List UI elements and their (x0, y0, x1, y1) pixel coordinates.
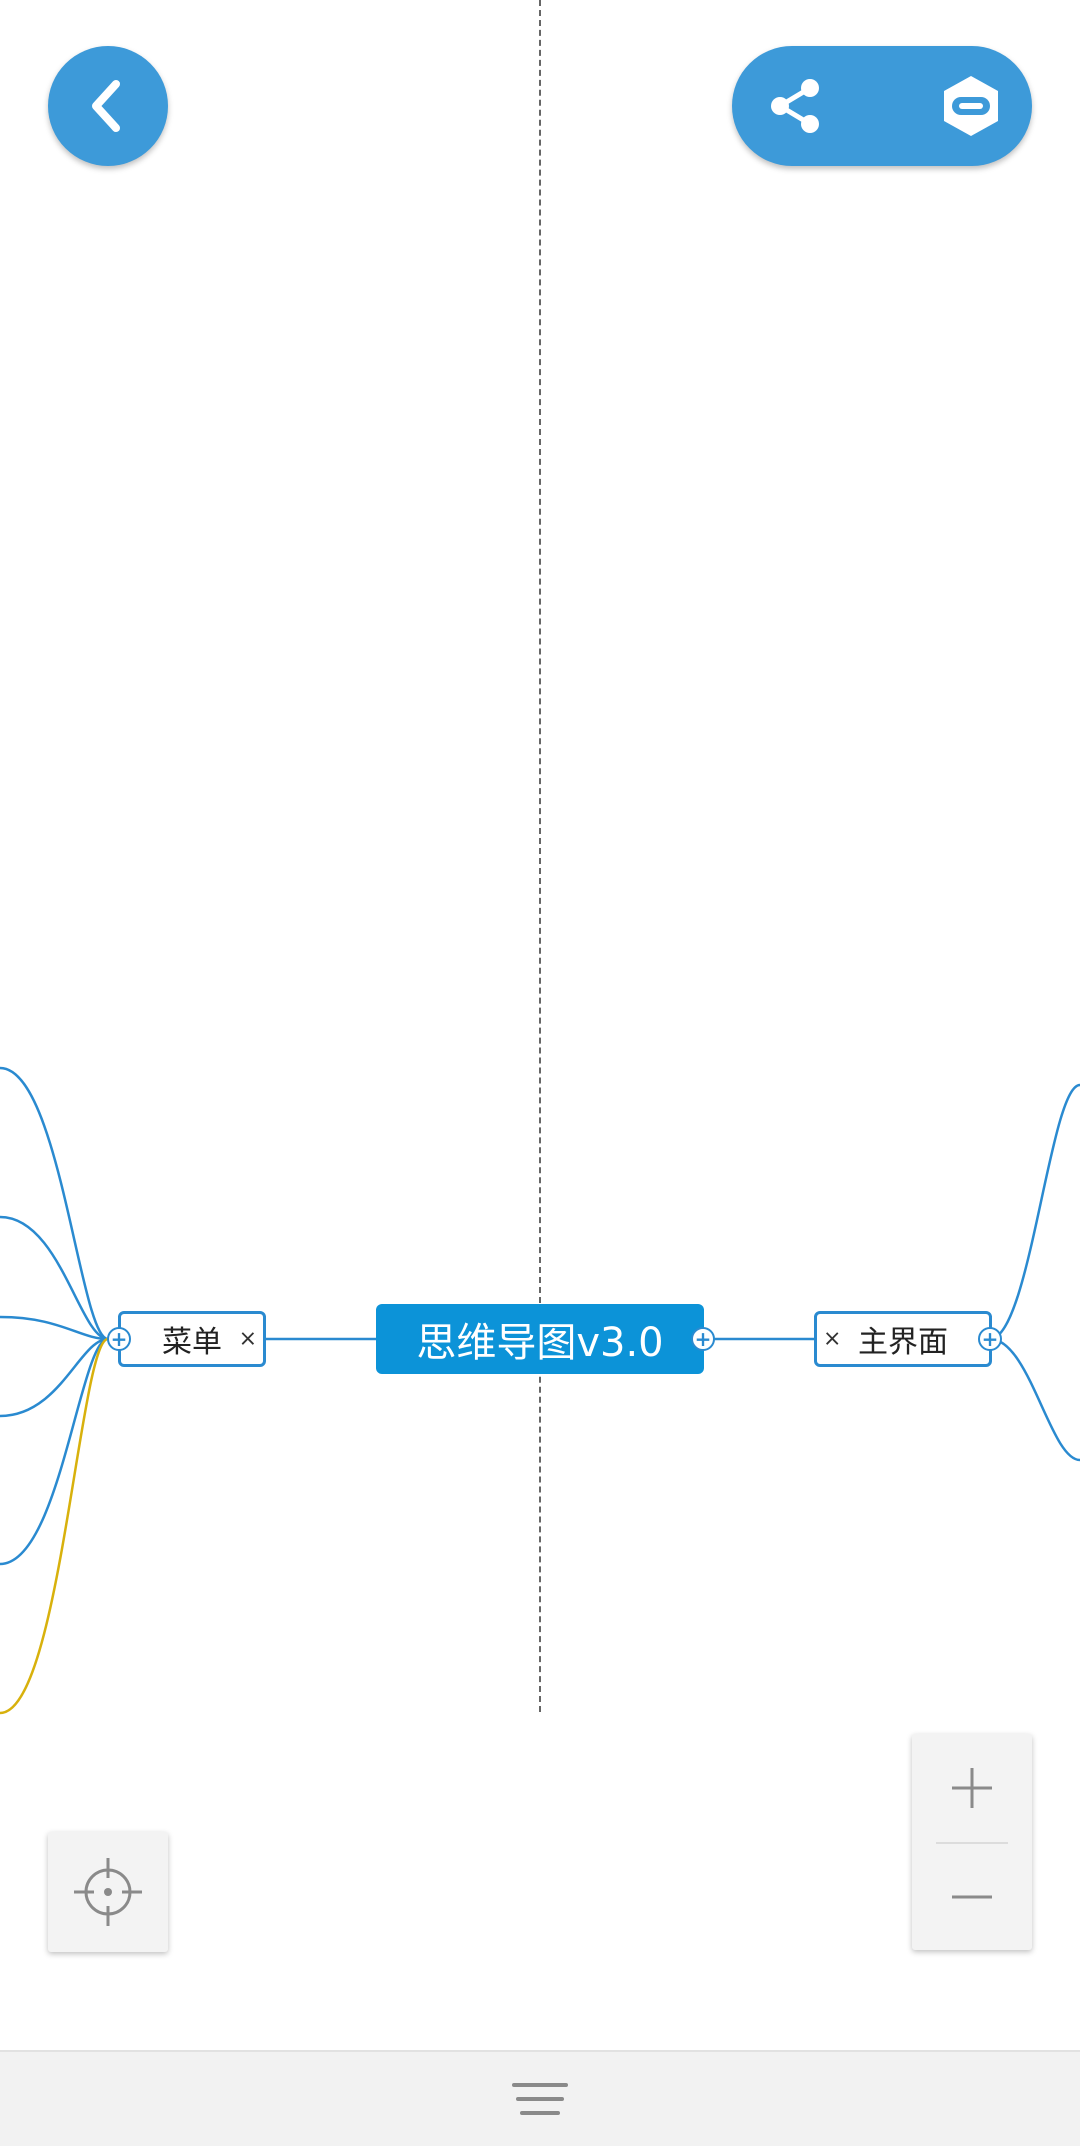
minus-icon (952, 1895, 992, 1898)
hexagon-toggle-icon[interactable] (940, 74, 1002, 138)
node-main-interface[interactable]: × 主界面 (814, 1311, 992, 1367)
locate-button[interactable] (48, 1832, 168, 1952)
node-menu-expand-button[interactable]: + (107, 1327, 131, 1351)
node-main-interface-label: 主界面 (858, 1325, 948, 1360)
node-menu-close-button[interactable]: × (238, 1326, 257, 1352)
zoom-in-button[interactable] (912, 1734, 1032, 1841)
node-menu[interactable]: 菜单 × (118, 1311, 266, 1367)
link-right-2 (989, 1337, 1080, 1462)
link-right-1 (989, 1083, 1080, 1341)
zoom-separator (936, 1842, 1008, 1844)
plus-icon (952, 1767, 992, 1808)
root-expand-button[interactable]: + (691, 1327, 715, 1351)
share-icon[interactable] (766, 76, 826, 136)
link-left-6 (0, 1337, 109, 1715)
mindmap-canvas[interactable]: 菜单 × + 思维导图v3.0 + × 主界面 + (0, 0, 1080, 2050)
zoom-controls (912, 1734, 1032, 1950)
link-left-2 (0, 1215, 109, 1341)
link-left-5 (0, 1337, 109, 1566)
crosshair-icon (74, 1858, 142, 1926)
root-node-label: 思维导图v3.0 (416, 1320, 664, 1366)
node-main-interface-close-button[interactable]: × (823, 1326, 842, 1352)
top-actions (732, 46, 1032, 166)
link-left-4 (0, 1337, 109, 1418)
node-main-interface-expand-button[interactable]: + (978, 1327, 1002, 1351)
zoom-out-button[interactable] (912, 1843, 1032, 1950)
hamburger-icon[interactable] (510, 2079, 570, 2119)
root-node[interactable]: 思维导图v3.0 (376, 1304, 704, 1374)
chevron-left-icon (92, 80, 120, 132)
bottom-toolbar (0, 2050, 1080, 2146)
link-left-1 (0, 1066, 109, 1341)
center-guide-line (539, 0, 541, 1712)
mindmap-links (0, 1066, 1080, 1715)
back-button[interactable] (48, 46, 168, 166)
node-menu-label: 菜单 (162, 1325, 222, 1360)
link-left-3 (0, 1315, 109, 1341)
